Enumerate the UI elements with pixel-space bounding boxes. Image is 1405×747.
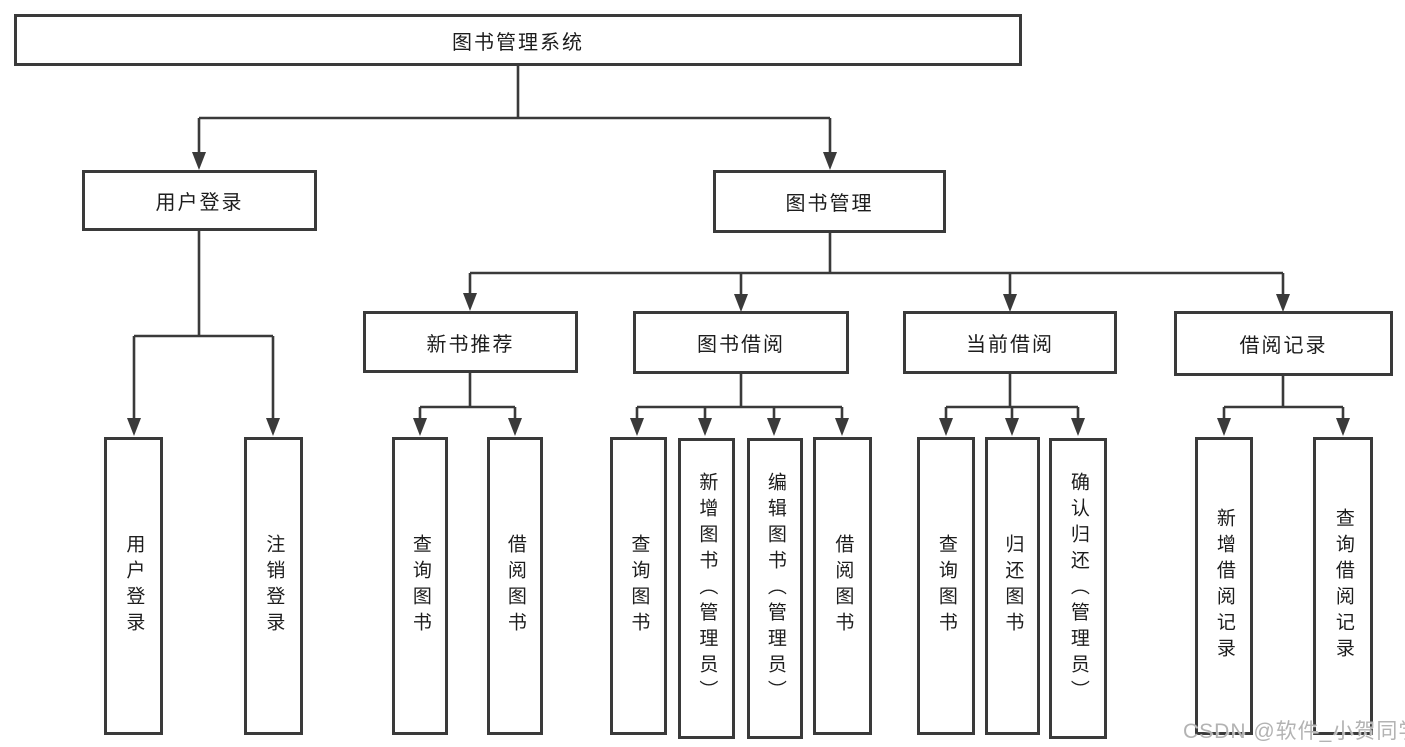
arrowheads [127,152,1350,436]
node-login-action-label: 用户登录 [123,534,145,638]
node-current-borrowing-label: 当前借阅 [966,334,1054,356]
node-edit-books-admin-label: 编辑图书（管理员） [764,471,786,706]
node-book-borrowing: 图书借阅 [633,311,849,374]
node-query-books-recommend: 查询图书 [392,437,448,735]
node-query-books-borrowing: 查询图书 [610,437,667,735]
node-borrow-books-recommend-label: 借阅图书 [504,534,526,638]
node-add-books-admin: 新增图书（管理员） [678,438,735,739]
node-add-borrow-record: 新增借阅记录 [1195,437,1253,735]
node-borrow-books-borrowing-label: 借阅图书 [832,534,854,638]
csdn-watermark: CSDN @软件_小贺同学 [1183,720,1405,743]
node-borrowing-records: 借阅记录 [1174,311,1393,376]
node-edit-books-admin: 编辑图书（管理员） [747,438,803,739]
node-query-borrow-record-label: 查询借阅记录 [1332,508,1354,664]
node-root-label: 图书管理系统 [452,31,584,54]
node-user-login: 用户登录 [82,170,317,231]
node-borrow-books-recommend: 借阅图书 [487,437,543,735]
node-root: 图书管理系统 [14,14,1022,66]
node-borrowing-records-label: 借阅记录 [1239,335,1328,357]
node-query-books-current: 查询图书 [917,437,975,735]
node-book-borrowing-label: 图书借阅 [697,334,785,356]
node-borrow-books-borrowing: 借阅图书 [813,437,872,735]
node-new-book-recommend-label: 新书推荐 [426,333,515,356]
node-query-books-recommend-label: 查询图书 [409,534,431,638]
node-query-borrow-record: 查询借阅记录 [1313,437,1373,735]
node-query-books-current-label: 查询图书 [935,534,957,638]
node-new-book-recommend: 新书推荐 [363,311,578,373]
node-book-management-label: 图书管理 [785,193,874,215]
node-return-books-label: 归还图书 [1002,534,1024,638]
node-book-management: 图书管理 [713,170,946,233]
node-query-books-borrowing-label: 查询图书 [628,534,650,638]
node-login-action: 用户登录 [104,437,163,735]
node-user-login-label: 用户登录 [155,192,244,214]
node-logout-action: 注销登录 [244,437,303,735]
node-logout-action-label: 注销登录 [263,534,285,638]
node-add-books-admin-label: 新增图书（管理员） [696,471,718,706]
node-current-borrowing: 当前借阅 [903,311,1117,374]
node-add-borrow-record-label: 新增借阅记录 [1213,508,1235,664]
node-return-books: 归还图书 [985,437,1040,735]
node-confirm-return-admin-label: 确认归还（管理员） [1067,471,1089,706]
node-confirm-return-admin: 确认归还（管理员） [1049,438,1107,739]
